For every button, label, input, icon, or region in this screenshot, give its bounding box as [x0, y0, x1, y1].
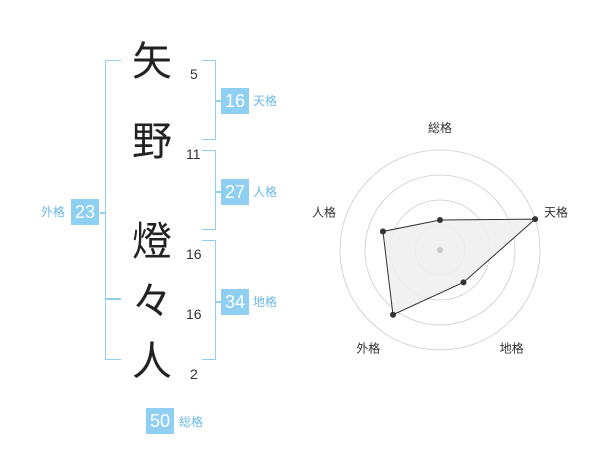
radar-axis-label-3: 地格	[500, 341, 524, 356]
stroke-count-1: 5	[190, 66, 198, 82]
stroke-count-2: 11	[186, 146, 201, 162]
gaikaku-connector	[100, 212, 106, 214]
soukaku-value-badge: 50	[146, 408, 174, 434]
stroke-count-3: 16	[186, 246, 202, 262]
stroke-count-4: 16	[186, 306, 202, 322]
stroke-count-5: 2	[190, 366, 198, 382]
jinkaku-label: 人格	[253, 185, 278, 199]
name-char-4: 々	[132, 279, 172, 325]
chikaku-label: 地格	[253, 295, 278, 309]
radar-axis-label-5: 人格	[312, 204, 336, 219]
chikaku-value-badge: 34	[221, 289, 249, 315]
chikaku-bracket	[202, 240, 216, 360]
soukaku-label: 総格	[179, 415, 204, 429]
radar-ring-4	[339, 149, 541, 351]
chikaku-connector	[215, 301, 221, 303]
gaikaku-label: 外格	[41, 205, 66, 219]
jinkaku-bracket	[202, 150, 216, 230]
radar-point-3	[460, 279, 467, 286]
radar-point-4	[389, 311, 396, 318]
tenkaku-connector	[215, 100, 221, 102]
radar-ring-3	[364, 174, 516, 326]
radar-series-polygon	[382, 218, 537, 316]
name-char-5: 人	[132, 339, 172, 385]
name-char-3: 燈	[132, 219, 172, 265]
jinkaku-connector	[215, 191, 221, 193]
name-char-1: 矢	[132, 39, 172, 85]
radar-axis-label-4: 外格	[356, 341, 380, 356]
gaikaku-value-badge: 23	[71, 199, 99, 225]
tenkaku-label: 天格	[253, 94, 278, 108]
radar-point-1	[437, 217, 443, 223]
name-char-2: 野	[132, 119, 172, 165]
radar-point-5	[379, 228, 386, 235]
radar-axis-label-2: 天格	[544, 204, 568, 219]
tenkaku-bracket	[202, 60, 216, 140]
jinkaku-value-badge: 27	[221, 179, 249, 205]
radar-axis-label-1: 総格	[428, 120, 452, 135]
gaikaku-bracket	[105, 60, 121, 360]
radar-center-dot	[437, 247, 443, 253]
gaikaku-bracket-middle-tick	[105, 298, 121, 300]
tenkaku-value-badge: 16	[221, 88, 249, 114]
radar-point-2	[532, 216, 539, 223]
